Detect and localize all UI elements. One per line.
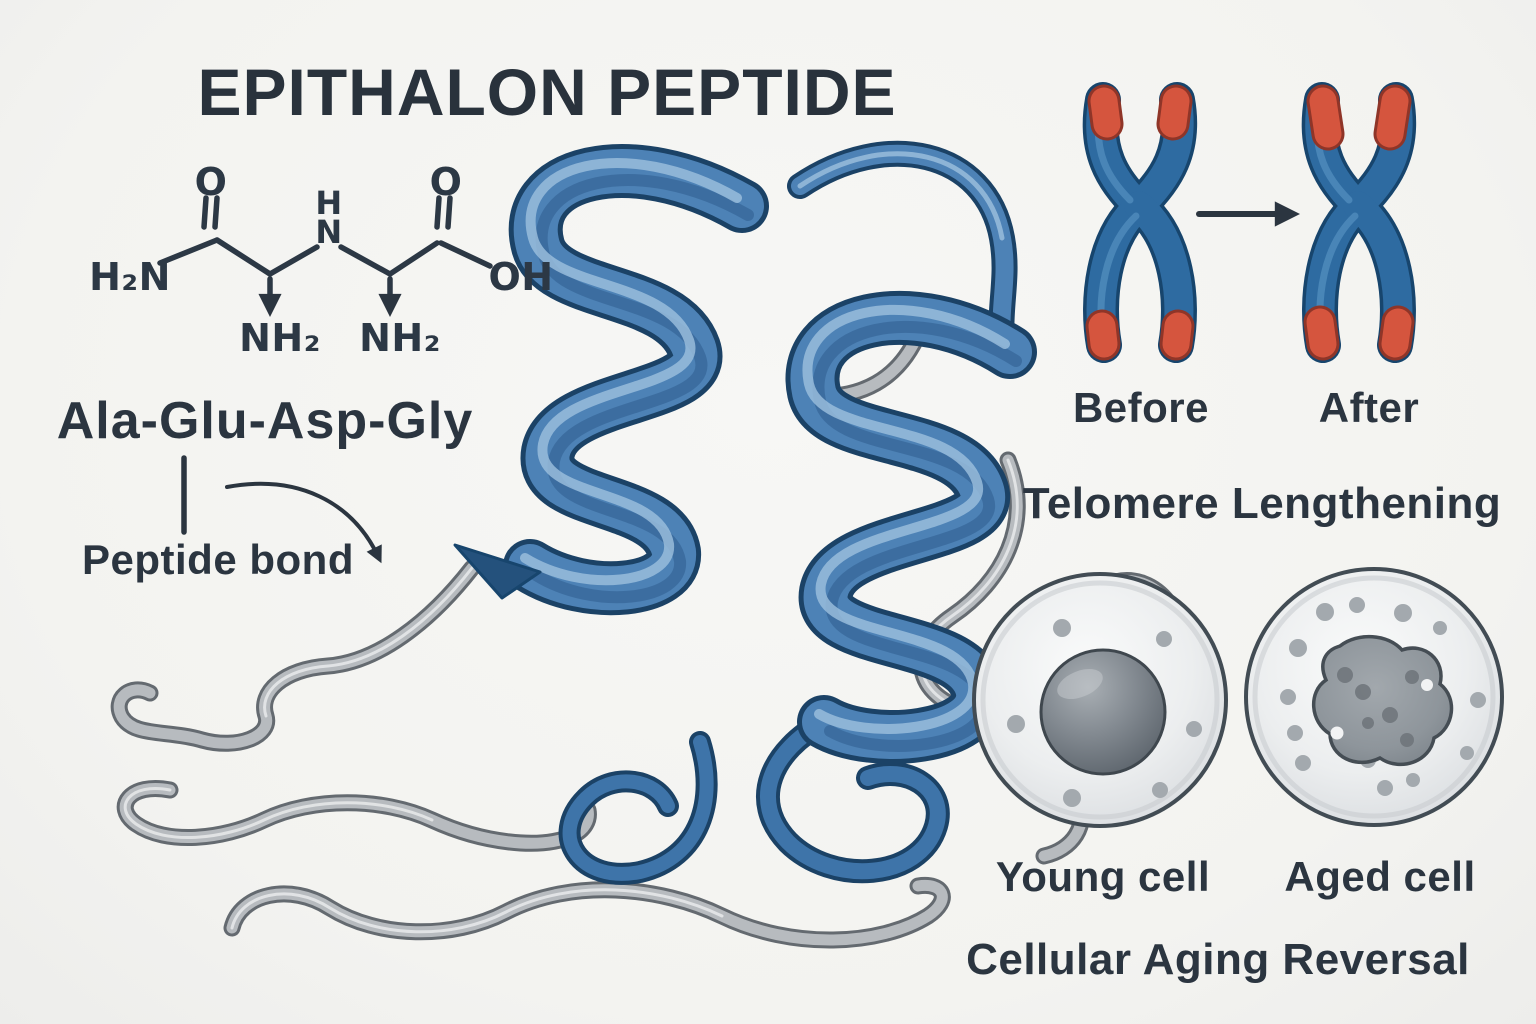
chem-label-o-right: O (429, 160, 463, 204)
double-bond-right-1 (434, 195, 442, 230)
peptide-sequence-label: Ala-Glu-Asp-Gly (56, 392, 474, 450)
telomere-caption: Telomere Lengthening (1022, 479, 1502, 528)
chem-label-nh2-right: NH₂ (359, 316, 441, 360)
chem-label-nh2-left: NH₂ (239, 316, 321, 360)
aged-nucleus-speckles (1337, 667, 1419, 747)
after-label: After (1318, 384, 1420, 431)
chem-label-h: H (315, 184, 343, 222)
bond-h2n-c1 (157, 237, 220, 266)
telomere-caps-after (1303, 84, 1415, 361)
double-bond-left-1 (201, 195, 209, 230)
bond-c3-c4 (387, 240, 440, 277)
double-bond-right-2 (445, 195, 453, 230)
alpha-helix-left (453, 144, 769, 616)
chem-label-oh: OH (488, 255, 554, 299)
bond-c2-n (267, 244, 320, 277)
aged-cell-illustration (1244, 567, 1504, 827)
chem-label-n: N (315, 213, 343, 251)
chemical-structure-drawing (157, 195, 493, 317)
aged-cell-label: Aged cell (1284, 853, 1476, 900)
young-cell-granules (1007, 619, 1202, 807)
cellular-aging-caption: Cellular Aging Reversal (966, 935, 1470, 984)
peptide-bond-label: Peptide bond (82, 536, 354, 583)
bond-n-c3 (338, 244, 393, 277)
ribbon-end-wedge (453, 543, 542, 600)
chem-label-o-left: O (194, 160, 228, 204)
young-cell-nucleus (1039, 648, 1167, 776)
chromosome-after-illustration (1301, 82, 1417, 363)
peptide-bond-arrow-icon (225, 481, 382, 564)
telomere-caps-before (1085, 84, 1195, 361)
bond-c4-oh (438, 240, 493, 269)
chromosome-before-illustration (1082, 82, 1198, 363)
aged-cell-nucleus (1311, 634, 1454, 767)
double-bond-left-2 (212, 195, 220, 230)
ribbon-connector-loops (558, 140, 1018, 885)
young-cell-label: Young cell (995, 853, 1211, 900)
peptide-bond-annotation-lines (181, 455, 382, 564)
page-title: EPITHALON PEPTIDE (197, 55, 897, 129)
young-cell-illustration (972, 572, 1228, 828)
bond-c1-c2 (214, 237, 273, 277)
chem-label-h2n: H₂N (89, 255, 171, 299)
before-label: Before (1072, 384, 1210, 431)
